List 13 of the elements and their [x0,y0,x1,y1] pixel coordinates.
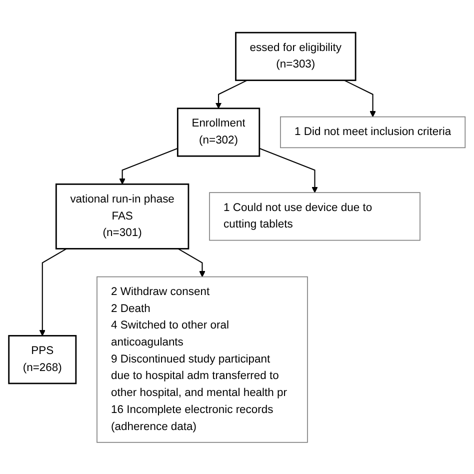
node-box: PPS (n=268) [8,334,77,384]
arrow [215,79,248,108]
arrow [119,147,178,184]
arrow [259,147,318,192]
node-box: essed for eligibility (n=303) [235,31,356,81]
node-box: Enrollment (n=302) [176,107,260,156]
node-box: 1 Did not meet inclusion criteria [280,116,466,148]
node-box: vational run-in phase FAS (n=301) [55,182,190,249]
node-box: 1 Could not use device due to cutting tablets [209,192,420,240]
arrow [178,248,206,277]
arrow [39,248,67,336]
node-box: 2 Withdraw consent 2 Death 4 Switched to other oral anticoagulants 9 Discontinued study participant due to hospital adm transferred to other hospital, and mental health pr 16 Incomplete electronic records (adherence data) [96,276,308,442]
arrow [344,79,376,117]
